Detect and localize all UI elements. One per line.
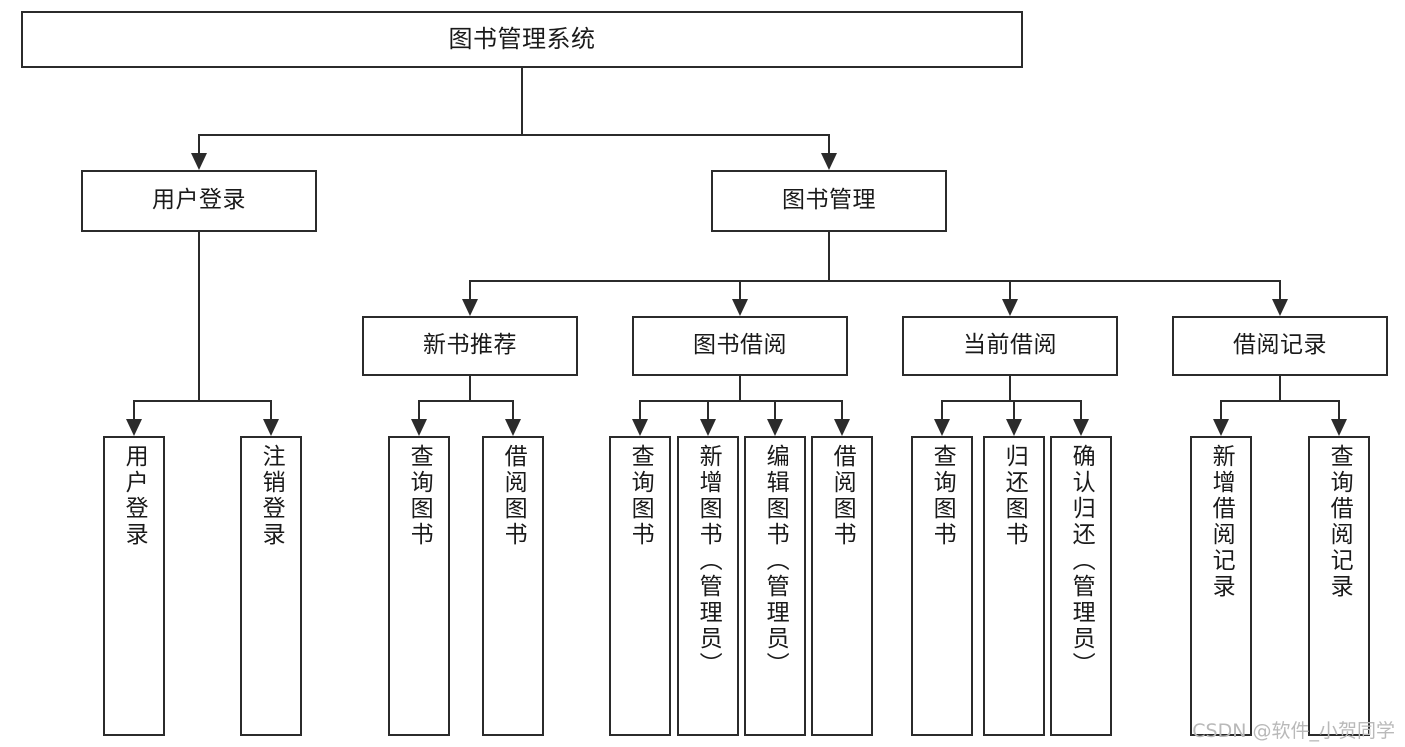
edge-drop xyxy=(133,400,135,419)
edge-stem xyxy=(1009,376,1011,400)
edge-bus xyxy=(1221,400,1339,402)
edge-arrowhead xyxy=(1073,419,1089,436)
node-leaf-edit-book[interactable]: 编辑图书（管理员） xyxy=(744,436,806,736)
edge-arrowhead xyxy=(1006,419,1022,436)
node-label: 查询借阅记录 xyxy=(1326,444,1353,600)
edge-arrowhead xyxy=(632,419,648,436)
edge-bus xyxy=(134,400,271,402)
edge-arrowhead xyxy=(505,419,521,436)
edge-drop xyxy=(1220,400,1222,419)
edge-arrowhead xyxy=(1331,419,1347,436)
edge-arrowhead xyxy=(263,419,279,436)
node-label: 新增借阅记录 xyxy=(1208,444,1235,600)
node-leaf-add-book[interactable]: 新增图书（管理员） xyxy=(677,436,739,736)
node-current-borrow[interactable]: 当前借阅 xyxy=(902,316,1118,376)
edge-drop xyxy=(639,400,641,419)
node-leaf-query-book-1[interactable]: 查询图书 xyxy=(388,436,450,736)
edge-stem xyxy=(521,68,523,134)
edge-drop xyxy=(418,400,420,419)
edge-drop xyxy=(774,400,776,419)
node-leaf-confirm-return[interactable]: 确认归还（管理员） xyxy=(1050,436,1112,736)
node-label: 借阅图书 xyxy=(500,444,527,548)
edge-arrowhead xyxy=(821,153,837,170)
edge-drop xyxy=(1338,400,1340,419)
edge-arrowhead xyxy=(732,299,748,316)
node-label: 用户登录 xyxy=(121,444,148,548)
node-label: 当前借阅 xyxy=(963,332,1057,359)
edge-drop xyxy=(198,134,200,153)
node-new-book-rec[interactable]: 新书推荐 xyxy=(362,316,578,376)
edge-arrowhead xyxy=(1002,299,1018,316)
edge-bus xyxy=(640,400,842,402)
edge-drop xyxy=(1013,400,1015,419)
node-leaf-add-record[interactable]: 新增借阅记录 xyxy=(1190,436,1252,736)
edge-drop xyxy=(1279,280,1281,299)
node-leaf-user-login[interactable]: 用户登录 xyxy=(103,436,165,736)
node-label: 查询图书 xyxy=(627,444,654,548)
edge-drop xyxy=(1009,280,1011,299)
edge-drop xyxy=(707,400,709,419)
edge-stem xyxy=(198,232,200,400)
edge-drop xyxy=(841,400,843,419)
edge-arrowhead xyxy=(934,419,950,436)
edge-bus xyxy=(199,134,829,136)
edge-arrowhead xyxy=(1213,419,1229,436)
edge-bus xyxy=(419,400,513,402)
node-label: 图书管理系统 xyxy=(448,25,596,54)
edge-stem xyxy=(828,232,830,280)
node-label: 归还图书 xyxy=(1001,444,1028,548)
node-borrow-record[interactable]: 借阅记录 xyxy=(1172,316,1388,376)
edge-drop xyxy=(270,400,272,419)
node-label: 借阅图书 xyxy=(829,444,856,548)
node-leaf-borrow-book-2[interactable]: 借阅图书 xyxy=(811,436,873,736)
node-label: 用户登录 xyxy=(152,187,246,214)
node-leaf-query-book-3[interactable]: 查询图书 xyxy=(911,436,973,736)
node-book-manage[interactable]: 图书管理 xyxy=(711,170,947,232)
node-label: 查询图书 xyxy=(929,444,956,548)
node-leaf-query-book-2[interactable]: 查询图书 xyxy=(609,436,671,736)
edge-arrowhead xyxy=(1272,299,1288,316)
node-label: 确认归还（管理员） xyxy=(1068,444,1095,678)
edge-arrowhead xyxy=(700,419,716,436)
edge-drop xyxy=(512,400,514,419)
edge-stem xyxy=(1279,376,1281,400)
node-label: 注销登录 xyxy=(258,444,285,548)
edge-stem xyxy=(739,376,741,400)
node-leaf-borrow-book-1[interactable]: 借阅图书 xyxy=(482,436,544,736)
node-leaf-user-logout[interactable]: 注销登录 xyxy=(240,436,302,736)
edge-arrowhead xyxy=(767,419,783,436)
edge-drop xyxy=(469,280,471,299)
edge-drop xyxy=(828,134,830,153)
edge-arrowhead xyxy=(834,419,850,436)
node-label: 查询图书 xyxy=(406,444,433,548)
node-book-borrow[interactable]: 图书借阅 xyxy=(632,316,848,376)
node-label: 新书推荐 xyxy=(423,332,517,359)
edge-arrowhead xyxy=(191,153,207,170)
edge-arrowhead xyxy=(126,419,142,436)
node-root[interactable]: 图书管理系统 xyxy=(21,11,1023,68)
edge-arrowhead xyxy=(462,299,478,316)
edge-drop xyxy=(941,400,943,419)
node-user-login[interactable]: 用户登录 xyxy=(81,170,317,232)
node-label: 新增图书（管理员） xyxy=(695,444,722,678)
edge-drop xyxy=(1080,400,1082,419)
edge-bus xyxy=(470,280,1280,282)
node-label: 图书管理 xyxy=(782,187,876,214)
edge-arrowhead xyxy=(411,419,427,436)
node-label: 借阅记录 xyxy=(1233,332,1327,359)
edge-stem xyxy=(469,376,471,400)
node-leaf-return-book[interactable]: 归还图书 xyxy=(983,436,1045,736)
node-label: 编辑图书（管理员） xyxy=(762,444,789,678)
node-label: 图书借阅 xyxy=(693,332,787,359)
edge-bus xyxy=(942,400,1081,402)
node-leaf-query-record[interactable]: 查询借阅记录 xyxy=(1308,436,1370,736)
edge-drop xyxy=(739,280,741,299)
